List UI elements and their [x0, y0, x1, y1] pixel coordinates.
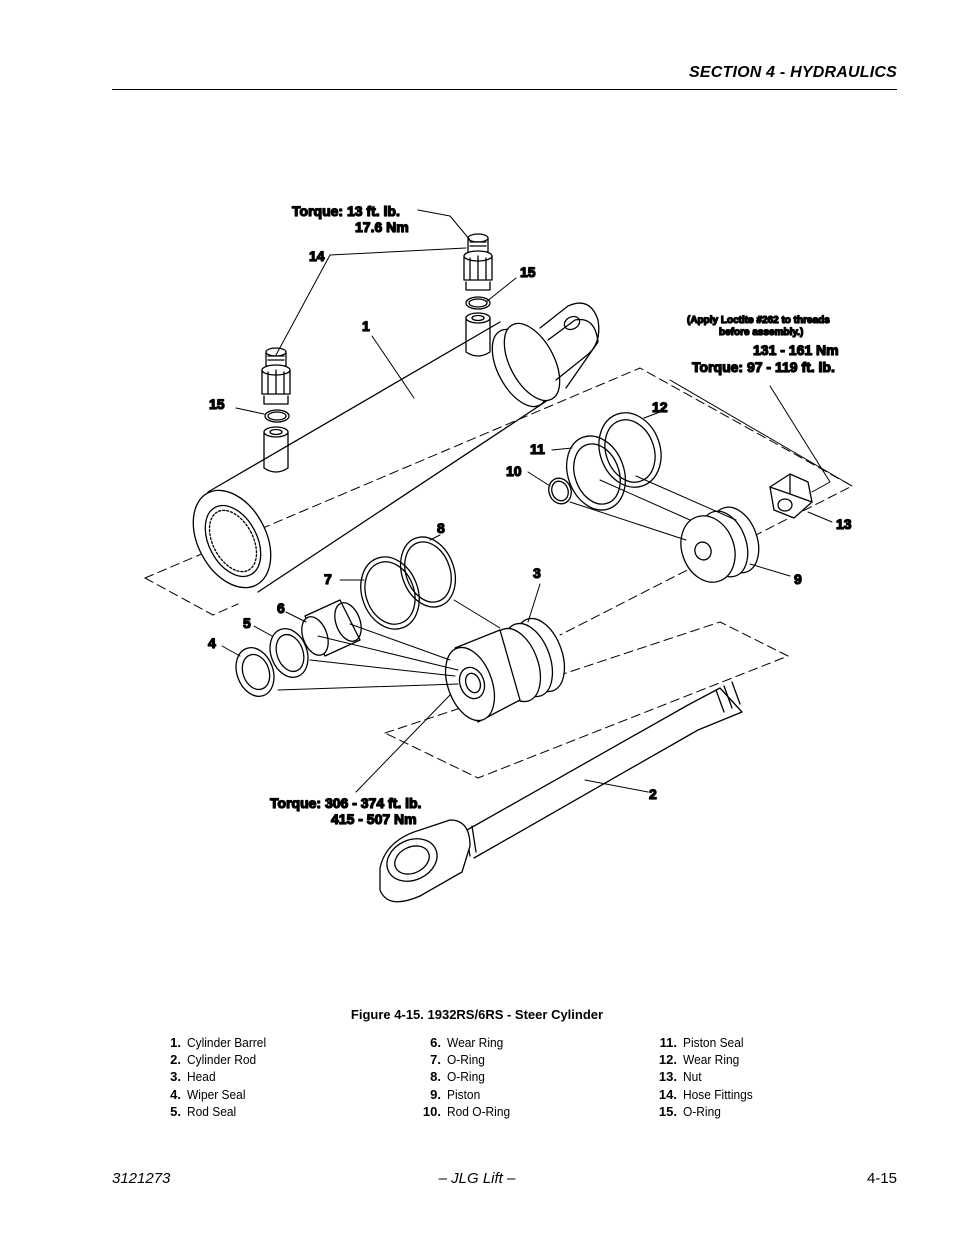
- hose-fitting-left: [261, 347, 291, 405]
- callout-12: 12: [652, 399, 668, 415]
- wiper-seal-4: [235, 647, 275, 697]
- legend-item: 3. Head: [153, 1068, 273, 1085]
- legend-item: 15. O-Ring: [649, 1103, 759, 1120]
- legend-item: 9. Piston: [413, 1086, 516, 1103]
- legend-item: 5. Rod Seal: [153, 1103, 273, 1120]
- legend-number: 13.: [658, 1069, 677, 1085]
- legend-number: 3.: [170, 1069, 181, 1085]
- legend-label: Cylinder Barrel: [187, 1035, 267, 1050]
- callout-5: 5: [243, 615, 251, 631]
- legend-number: 4.: [170, 1086, 181, 1102]
- callout-head-torque-1: Torque: 306 - 374 ft. lb.: [270, 795, 421, 811]
- o-ring-8: [399, 536, 457, 608]
- callout-nut-torque-1: 131 - 161 Nm: [753, 342, 839, 358]
- header-rule: [112, 89, 897, 90]
- legend-number: 8.: [430, 1069, 441, 1085]
- callout-3: 3: [533, 565, 541, 581]
- rod-seal-5: [269, 628, 309, 678]
- legend-number: 9.: [430, 1086, 441, 1102]
- legend-label: Wear Ring: [683, 1052, 740, 1068]
- wear-ring-6: [301, 599, 362, 657]
- callout-15-top: 15: [520, 264, 536, 280]
- callout-2: 2: [649, 786, 657, 802]
- callout-8: 8: [437, 520, 445, 536]
- legend-label: O-Ring: [683, 1103, 721, 1119]
- legend-label: O-Ring: [447, 1052, 485, 1068]
- legend-item: 6. Wear Ring: [413, 1034, 516, 1051]
- callout-torque-fitting-2: 17.6 Nm: [355, 219, 409, 235]
- callout-1: 1: [362, 318, 370, 334]
- o-ring-15-top: [465, 296, 491, 310]
- legend-item: 1. Cylinder Barrel: [153, 1034, 273, 1051]
- piston: [680, 506, 760, 583]
- legend-label: Cylinder Rod: [187, 1052, 257, 1068]
- callout-13: 13: [836, 516, 852, 532]
- section-title: SECTION 4 - HYDRAULICS: [689, 64, 897, 81]
- wear-ring-12: [598, 412, 662, 488]
- rod-o-ring-10: [548, 477, 572, 505]
- legend-number: 10.: [422, 1103, 441, 1119]
- legend-item: 13. Nut: [649, 1068, 759, 1085]
- legend-label: O-Ring: [447, 1069, 485, 1085]
- legend-label: Piston: [447, 1086, 481, 1102]
- callout-loctite-2: before assembly.): [719, 327, 803, 338]
- legend-item: 11. Piston Seal: [649, 1034, 759, 1051]
- cylinder-barrel: [192, 302, 600, 593]
- footer-page-number: 4-15: [866, 1170, 897, 1187]
- nut: [769, 473, 813, 519]
- legend-item: 12. Wear Ring: [649, 1051, 759, 1068]
- legend-label: Rod O-Ring: [447, 1103, 511, 1119]
- callout-torque-fitting-1: Torque: 13 ft. lb.: [292, 203, 400, 219]
- head: [444, 617, 566, 723]
- leader-lines: [221, 209, 853, 793]
- piston-seal-11: [566, 435, 626, 511]
- legend-label: Head: [187, 1069, 216, 1085]
- callout-6: 6: [277, 600, 285, 616]
- callout-10: 10: [506, 463, 522, 479]
- legend-number: 12.: [658, 1052, 677, 1068]
- legend-number: 11.: [659, 1035, 677, 1050]
- legend-number: 1.: [170, 1035, 181, 1050]
- legend-label: Wiper Seal: [187, 1086, 246, 1102]
- legend-number: 14.: [658, 1086, 677, 1102]
- callout-head-torque-2: 415 - 507 Nm: [331, 811, 417, 827]
- footer-doc-number: 3121273: [112, 1170, 171, 1187]
- legend-item: 8. O-Ring: [413, 1068, 516, 1085]
- legend-number: 6.: [430, 1035, 441, 1050]
- legend-item: 4. Wiper Seal: [153, 1086, 273, 1103]
- cylinder-rod: [379, 681, 743, 903]
- callout-loctite-1: (Apply Loctite #262 to threads: [687, 315, 830, 326]
- legend-label: Rod Seal: [187, 1103, 237, 1119]
- legend-label: Piston Seal: [683, 1035, 744, 1050]
- callout-15-left: 15: [209, 396, 225, 412]
- footer-publisher: – JLG Lift –: [438, 1170, 516, 1187]
- o-ring-15-left: [264, 409, 290, 423]
- callout-nut-torque-2: Torque: 97 - 119 ft. lb.: [692, 359, 835, 375]
- legend-column-1: 1.Cylinder Barrel 2.Cylinder Rod 3.Head …: [153, 1034, 273, 1120]
- legend-item: 10. Rod O-Ring: [413, 1103, 516, 1120]
- callout-4: 4: [208, 635, 216, 651]
- figure-caption: Figure 4-15. 1932RS/6RS - Steer Cylinder: [350, 1007, 604, 1022]
- o-ring-7: [360, 556, 420, 630]
- legend-number: 7.: [430, 1052, 441, 1068]
- callout-9: 9: [794, 571, 802, 587]
- legend-item: 7. O-Ring: [413, 1051, 516, 1068]
- legend-number: 15.: [658, 1103, 677, 1119]
- callout-7: 7: [324, 571, 332, 587]
- legend-number: 2.: [170, 1052, 181, 1068]
- legend-item: 2. Cylinder Rod: [153, 1051, 273, 1068]
- legend-label: Nut: [683, 1069, 702, 1085]
- hose-fitting-top: [463, 233, 493, 291]
- callout-11: 11: [530, 441, 545, 457]
- legend-label: Wear Ring: [447, 1035, 504, 1050]
- legend-item: 14. Hose Fittings: [649, 1086, 759, 1103]
- callout-14: 14: [309, 248, 325, 264]
- steer-cylinder-diagram: Torque: 13 ft. lb. 17.6 Nm 14 15 1 15 (A…: [144, 202, 853, 903]
- legend-label: Hose Fittings: [683, 1086, 753, 1102]
- legend-column-3: 11. Piston Seal 12. Wear Ring 13. Nut 14. Ho…: [649, 1034, 759, 1120]
- legend-column-2: 6. Wear Ring 7. O-Ring 8. O-Ring 9. Piston 1…: [413, 1034, 516, 1120]
- legend-number: 5.: [170, 1103, 181, 1119]
